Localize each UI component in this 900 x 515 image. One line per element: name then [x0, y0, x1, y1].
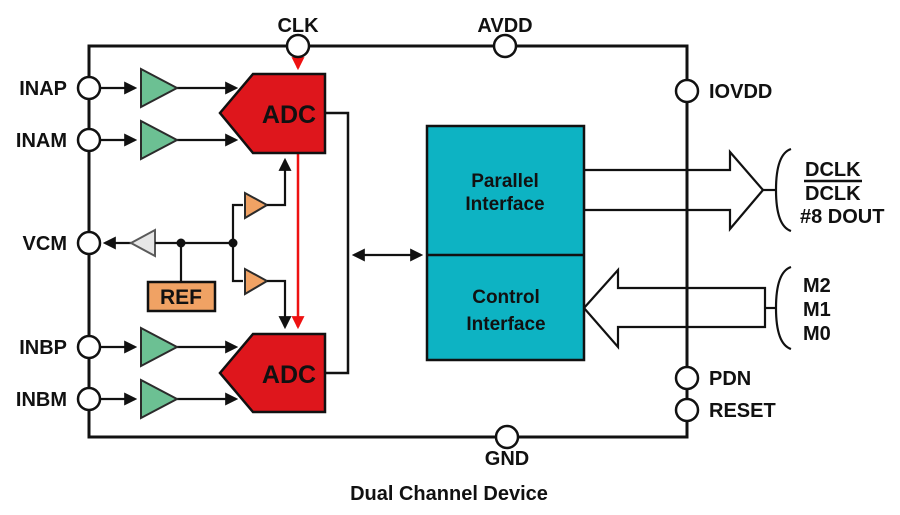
pin-labels: CLK AVDD IOVDD PDN RESET GND INAP INAM V…: [16, 15, 776, 470]
ref-buffer-a-out-wire: [267, 157, 292, 207]
ref-buffer-a-in-wire: [231, 203, 243, 243]
channel-a-input-path: [100, 67, 239, 161]
interface-block: Parallel Interface Control Interface: [425, 124, 586, 362]
gnd-pin-label: GND: [485, 448, 529, 470]
iovdd-pin-label: IOVDD: [709, 81, 772, 103]
reset-pin: [674, 397, 700, 423]
reset-pin-label: RESET: [709, 400, 776, 422]
ref-buffer-b-in-wire: [231, 243, 243, 283]
inap-pin-label: INAP: [19, 78, 67, 100]
inbm-pin: [76, 386, 102, 412]
inap-pin: [76, 75, 102, 101]
vcm-pin-label: VCM: [23, 233, 67, 255]
inam-pin-label: INAM: [16, 130, 67, 152]
inbm-amplifier-icon: [140, 378, 180, 420]
ref-block-label: REF: [160, 286, 202, 309]
parallel-output-bus: [582, 147, 792, 233]
dout-label: #8 DOUT: [800, 206, 884, 228]
m1-label: M1: [803, 299, 831, 321]
ref-buffer-b-out-wire: [267, 279, 292, 330]
device-pins: [76, 33, 700, 450]
pdn-pin-label: PDN: [709, 368, 751, 390]
m0-label: M0: [803, 323, 831, 345]
adc-b-label: ADC: [262, 361, 316, 389]
inap-amplifier-icon: [140, 67, 180, 109]
output-bus-bracket: [774, 147, 792, 233]
avdd-pin-label: AVDD: [477, 15, 532, 37]
control-interface-label-line1: Control: [472, 287, 540, 308]
inam-pin: [76, 127, 102, 153]
m2-label: M2: [803, 275, 831, 297]
inbp-amplifier-icon: [140, 326, 180, 368]
mode-input-arrow: [582, 267, 767, 350]
parallel-interface-label-line2: Interface: [465, 194, 544, 215]
vcm-pin: [76, 230, 102, 256]
inbp-pin: [76, 334, 102, 360]
clk-pin-label: CLK: [277, 15, 319, 37]
diagram-caption: Dual Channel Device: [350, 483, 548, 505]
mode-input-bracket: [774, 265, 792, 351]
parallel-interface-label-line1: Parallel: [471, 171, 539, 192]
inbp-pin-label: INBP: [19, 337, 67, 359]
output-bus-labels: DCLK DCLK #8 DOUT: [800, 159, 884, 228]
gnd-pin: [494, 424, 520, 450]
mode-input-bus: [582, 265, 792, 351]
junction-dot: [176, 238, 186, 248]
adc-a-block: ADC: [218, 72, 327, 155]
dclk-inverted-label: DCLK: [805, 183, 861, 205]
channel-b-input-path: [100, 326, 239, 420]
control-interface-label-line2: Interface: [466, 314, 545, 335]
interface-block-body: [425, 124, 586, 362]
inam-amplifier-icon: [140, 119, 180, 161]
adc-b-block: ADC: [218, 332, 327, 414]
clk-pin: [285, 33, 311, 59]
ref-block: [146, 280, 217, 313]
adc-output-bus-wire: [325, 111, 350, 375]
iovdd-pin: [674, 78, 700, 104]
adc-b-shape: [218, 332, 327, 414]
reference-network: REF: [102, 157, 292, 330]
avdd-pin: [492, 33, 518, 59]
vcm-buffer-icon: [128, 228, 156, 258]
pdn-pin: [674, 365, 700, 391]
dclk-label: DCLK: [805, 159, 861, 181]
mode-input-labels: M2 M1 M0: [803, 275, 831, 345]
adc-a-label: ADC: [262, 101, 316, 129]
output-bus-arrow: [582, 149, 765, 233]
inbm-pin-label: INBM: [16, 389, 67, 411]
ref-buffer-b-icon: [244, 267, 270, 296]
adc-a-shape: [218, 72, 327, 155]
ref-buffer-a-icon: [244, 191, 270, 220]
